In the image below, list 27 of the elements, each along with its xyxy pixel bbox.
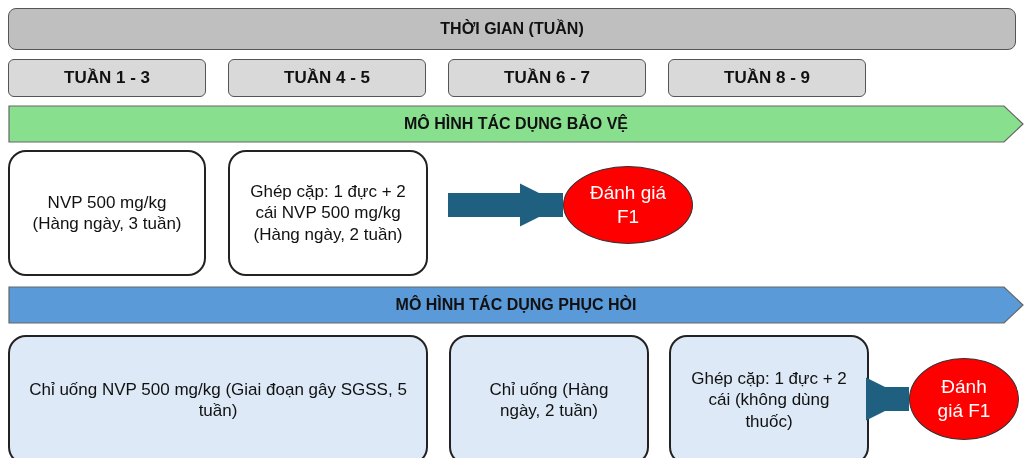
step-text: NVP 500 mg/kg (Hàng ngày, 3 tuần) [31,191,183,235]
heading-text: TUẦN 1 - 3 [64,67,150,89]
process-box [228,150,428,276]
week-box [668,59,866,97]
step-text: Ghép cặp: 1 đực + 2 cái (không dùng thuốc) [690,368,848,432]
process-box [8,150,206,276]
heading-text: TUẦN 8 - 9 [724,67,810,89]
week-box [228,59,426,97]
step-text: Ghép cặp: 1 đực + 2 cái NVP 500 mg/kg (Hàng ngày, 2 tuần) [249,181,407,245]
process-box [449,335,649,458]
heading-text: THỜI GIAN (TUẦN) [440,19,584,39]
heading-text: TUẦN 4 - 5 [284,67,370,89]
block-arrow [448,183,563,227]
step-text: Chỉ uống NVP 500 mg/kg (Giai đoạn gây SGSS, 5 tuần) [28,378,408,422]
heading-text: MÔ HÌNH TÁC DỤNG PHỤC HÒI [395,295,637,315]
process-box [8,335,428,458]
week-box [448,59,646,97]
arrow-band [8,105,1024,143]
week-box [8,59,206,97]
process-box [669,335,869,458]
header-bar [8,8,1016,50]
arrow-band [8,286,1024,324]
step-text: Chỉ uống (Hàng ngày, 2 tuần) [488,378,610,422]
heading-text: MÔ HÌNH TÁC DỤNG BẢO VỆ [404,114,628,134]
heading-text: TUẦN 6 - 7 [504,67,590,89]
evaluation-label: Đánh giá F1 [588,181,668,229]
evaluation-label: Đánh giá F1 [936,375,992,423]
